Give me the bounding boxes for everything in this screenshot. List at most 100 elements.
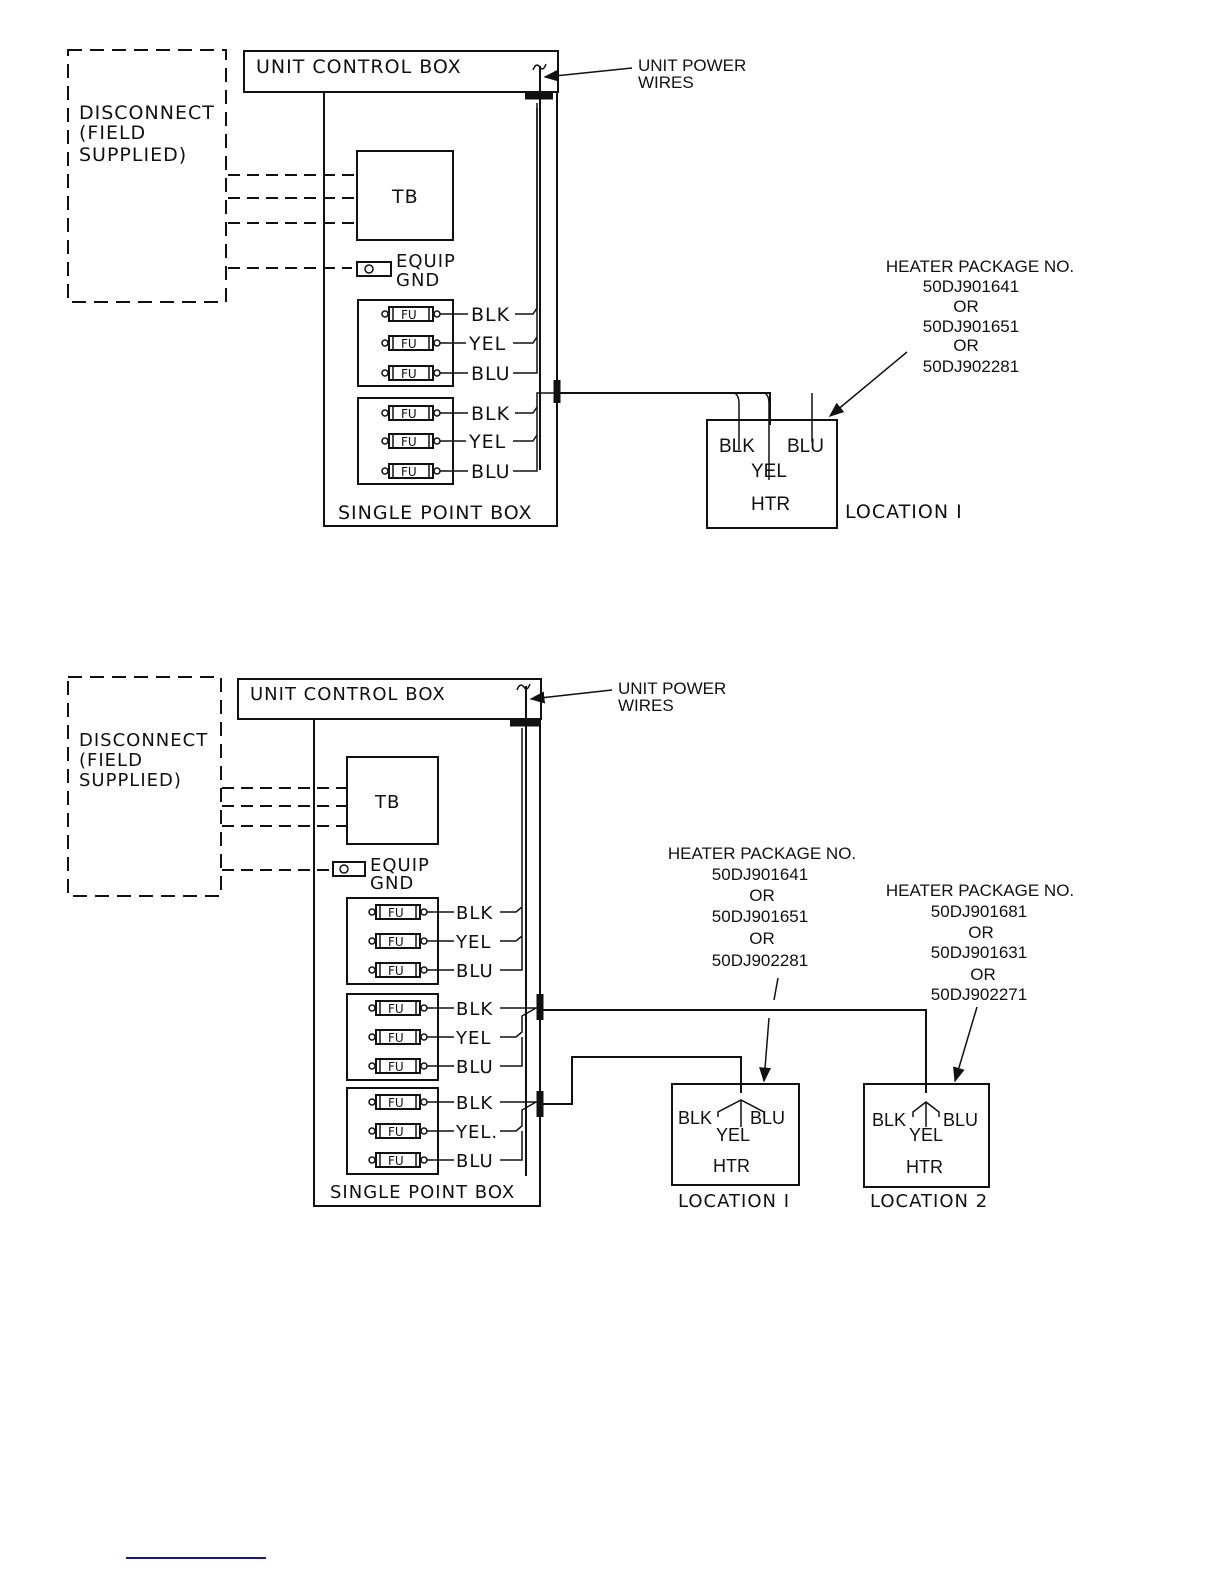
equip-gnd-label-line2: GND bbox=[396, 270, 440, 291]
fuse-blu: FU bbox=[381, 365, 468, 381]
fuse-label: FU bbox=[401, 367, 417, 381]
fuse-blu: FU bbox=[381, 463, 468, 479]
heater-package-title: HEATER PACKAGE NO. bbox=[886, 881, 1074, 900]
fuse-blk: FU bbox=[368, 904, 454, 920]
heater-label: HTR bbox=[713, 1156, 750, 1176]
wire-label-yel: YEL. bbox=[455, 1122, 498, 1143]
unit-power-wires-label-line2: WIRES bbox=[638, 73, 694, 92]
heater-wire-label-blk: BLK bbox=[872, 1110, 906, 1130]
unit-power-wires-label-line2: WIRES bbox=[618, 696, 674, 715]
fuse-blk: FU bbox=[368, 1000, 454, 1016]
fuse-label: FU bbox=[388, 1096, 404, 1110]
fuse-blu: FU bbox=[368, 1058, 454, 1074]
terminal-block bbox=[356, 150, 454, 241]
heater-box-2 bbox=[863, 1083, 990, 1188]
heater-package-or: OR bbox=[953, 336, 979, 355]
equip-gnd-label-line1: EQUIP bbox=[370, 855, 430, 876]
heater-box bbox=[706, 419, 838, 529]
heater-package-callout: HEATER PACKAGE NO. 50DJ901641 OR 50DJ901… bbox=[886, 257, 1074, 376]
fuse-label: FU bbox=[388, 1031, 404, 1045]
heater-package-callout-1: HEATER PACKAGE NO. 50DJ901641 OR 50DJ901… bbox=[668, 844, 856, 970]
heater-wire-label-blu: BLU bbox=[787, 436, 824, 457]
fuse-group-wiring bbox=[500, 1101, 540, 1161]
single-point-box bbox=[313, 718, 541, 1207]
heater-package-leader bbox=[773, 977, 779, 1001]
fuse-label: FU bbox=[401, 465, 417, 479]
fuse-label: FU bbox=[401, 337, 417, 351]
disconnect-label-line3: SUPPLIED) bbox=[79, 770, 182, 791]
unit-control-box bbox=[243, 50, 559, 93]
location-label: LOCATION 2 bbox=[870, 1191, 988, 1212]
unit-control-box-label: UNIT CONTROL BOX bbox=[250, 684, 446, 705]
heater-wire-yel bbox=[764, 392, 770, 480]
fuse-label: FU bbox=[401, 308, 417, 322]
heater-wire-split bbox=[912, 1101, 940, 1127]
heater-wire-label-blk: BLK bbox=[678, 1108, 712, 1128]
disconnect-label-line1: DISCONNECT bbox=[79, 730, 208, 751]
location-label: LOCATION I bbox=[845, 501, 963, 523]
single-point-box bbox=[323, 91, 558, 527]
location-label: LOCATION I bbox=[678, 1191, 790, 1212]
disconnect-box bbox=[67, 676, 222, 897]
fuse-blu: FU bbox=[368, 1152, 454, 1168]
disconnect-label-line1: DISCONNECT bbox=[79, 102, 215, 124]
ground-lug-screw-icon bbox=[339, 864, 349, 874]
fuse-yel: FU bbox=[368, 933, 454, 949]
power-tilde-icon bbox=[516, 683, 531, 691]
heater-wire-blk bbox=[734, 392, 740, 450]
wire-label-yel: YEL bbox=[468, 431, 506, 453]
heater-package-or: OR bbox=[749, 886, 775, 905]
fuse-label: FU bbox=[388, 964, 404, 978]
heater-package-option: 50DJ901651 bbox=[923, 317, 1019, 336]
unit-power-wires-label-line1: UNIT POWER bbox=[618, 679, 726, 698]
heater-package-or: OR bbox=[749, 929, 775, 948]
fuse-label: FU bbox=[401, 407, 417, 421]
unit-power-wires-arrow bbox=[529, 689, 613, 704]
wire-label-blu: BLU bbox=[471, 363, 511, 385]
heater-package-option: 50DJ902281 bbox=[923, 357, 1019, 376]
fuse-group-2: FU FU FU BLK YEL BLU bbox=[357, 392, 557, 485]
equip-gnd-label-line2: GND bbox=[370, 873, 414, 894]
equip-gnd-label-line1: EQUIP bbox=[396, 251, 456, 272]
heater-package-option: 50DJ901641 bbox=[923, 277, 1019, 296]
unit-power-wires-arrow bbox=[543, 67, 633, 82]
fuse-blu: FU bbox=[368, 962, 454, 978]
heater-package-option: 50DJ901631 bbox=[931, 943, 1027, 962]
heater-package-option: 50DJ901651 bbox=[712, 907, 808, 926]
heater-feed-wire bbox=[557, 392, 771, 425]
heater-wire-label-blk: BLK bbox=[719, 436, 755, 457]
heater-package-option: 50DJ901681 bbox=[931, 902, 1027, 921]
disconnect-box bbox=[67, 49, 227, 303]
heater-package-option: 50DJ901641 bbox=[712, 865, 808, 884]
heater-package-title: HEATER PACKAGE NO. bbox=[668, 844, 856, 863]
wire-label-yel: YEL bbox=[468, 333, 506, 355]
fuse-yel: FU bbox=[381, 433, 466, 449]
heater-wire-label-yel: YEL bbox=[716, 1125, 750, 1145]
wire-label-blu: BLU bbox=[471, 461, 511, 483]
heater-package-arrow bbox=[828, 351, 908, 417]
heater-label: HTR bbox=[751, 494, 790, 515]
fuse-label: FU bbox=[388, 1154, 404, 1168]
heater-package-callout-2: HEATER PACKAGE NO. 50DJ901681 OR 50DJ901… bbox=[886, 881, 1074, 1004]
wire-label-yel: YEL bbox=[455, 1028, 491, 1049]
ground-lug-icon bbox=[356, 261, 392, 277]
wire-label-blk: BLK bbox=[456, 999, 493, 1020]
wire-label-blk: BLK bbox=[471, 403, 510, 425]
heater-wire-label-yel: YEL bbox=[751, 461, 787, 482]
wire-label-blu: BLU bbox=[456, 961, 494, 982]
fuse-label: FU bbox=[388, 906, 404, 920]
fuse-label: FU bbox=[388, 935, 404, 949]
terminal-block-label: TB bbox=[391, 186, 419, 208]
fuse-group-wiring bbox=[500, 1007, 540, 1067]
unit-power-wires-label-line1: UNIT POWER bbox=[638, 56, 746, 75]
heater-box-1 bbox=[671, 1083, 800, 1186]
fuse-label: FU bbox=[388, 1002, 404, 1016]
fuse-yel: FU bbox=[368, 1029, 454, 1045]
heater-wire-label-yel: YEL bbox=[909, 1125, 943, 1145]
heater-package-or: OR bbox=[953, 297, 979, 316]
heater-package-or: OR bbox=[968, 923, 994, 942]
